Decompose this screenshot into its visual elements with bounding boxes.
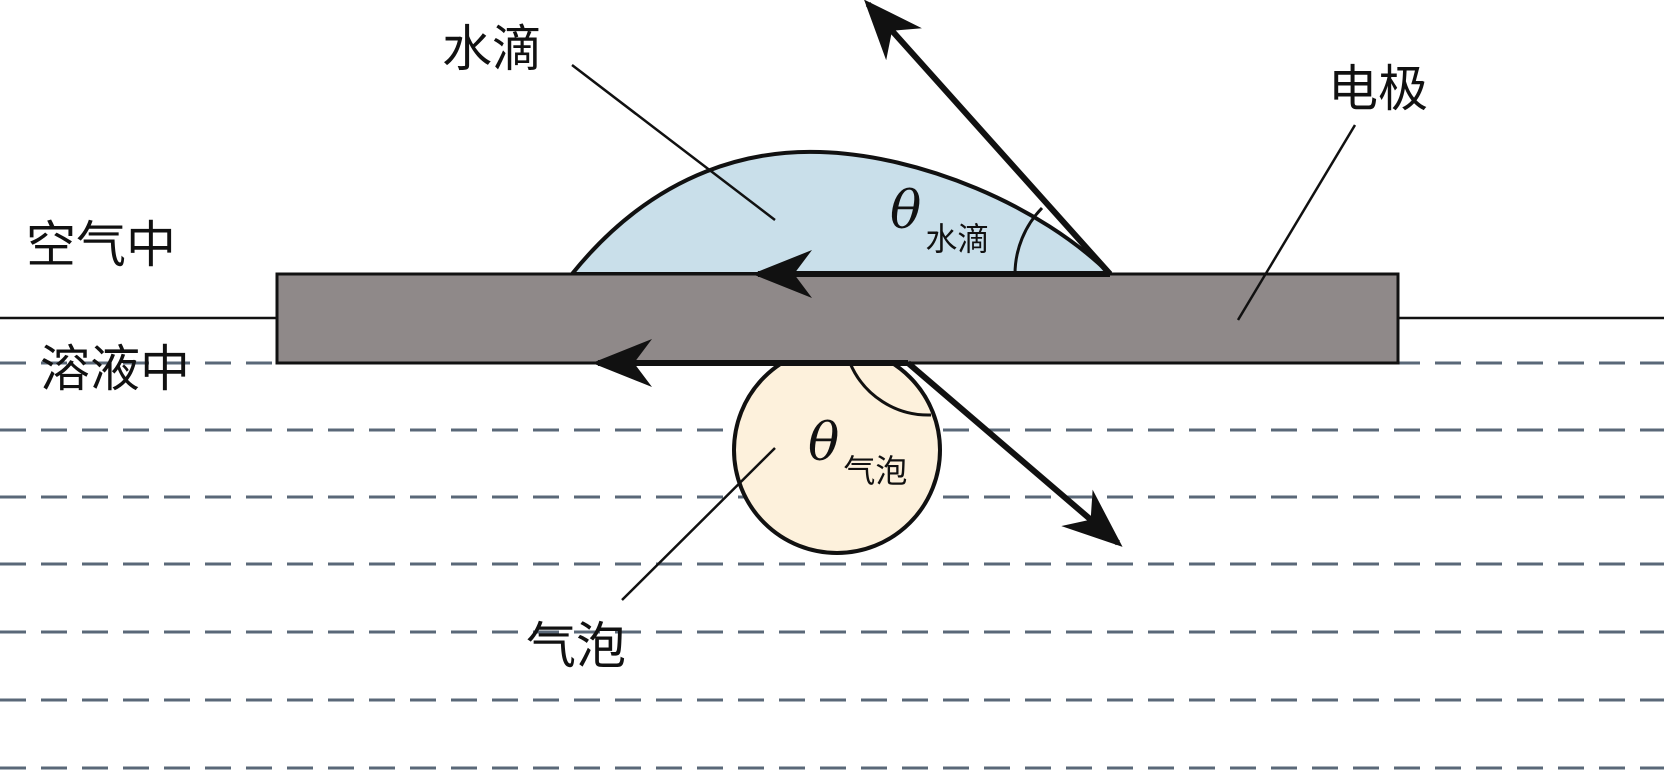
bubble-leader-line xyxy=(622,448,775,600)
bubble-angle-symbol: θ xyxy=(808,413,839,473)
in-air-label: 空气中 xyxy=(26,216,176,274)
bubble-label: 气泡 xyxy=(526,617,626,675)
bubble-angle-subscript: 气泡 xyxy=(843,452,907,490)
electrode xyxy=(277,274,1398,363)
water-droplet xyxy=(572,152,1110,274)
in-solution-label: 溶液中 xyxy=(40,340,190,398)
droplet-angle-subscript: 水滴 xyxy=(925,220,989,258)
droplet-label: 水滴 xyxy=(442,20,542,78)
electrode-label: 电极 xyxy=(1328,60,1428,118)
droplet-angle-symbol: θ xyxy=(890,181,921,241)
